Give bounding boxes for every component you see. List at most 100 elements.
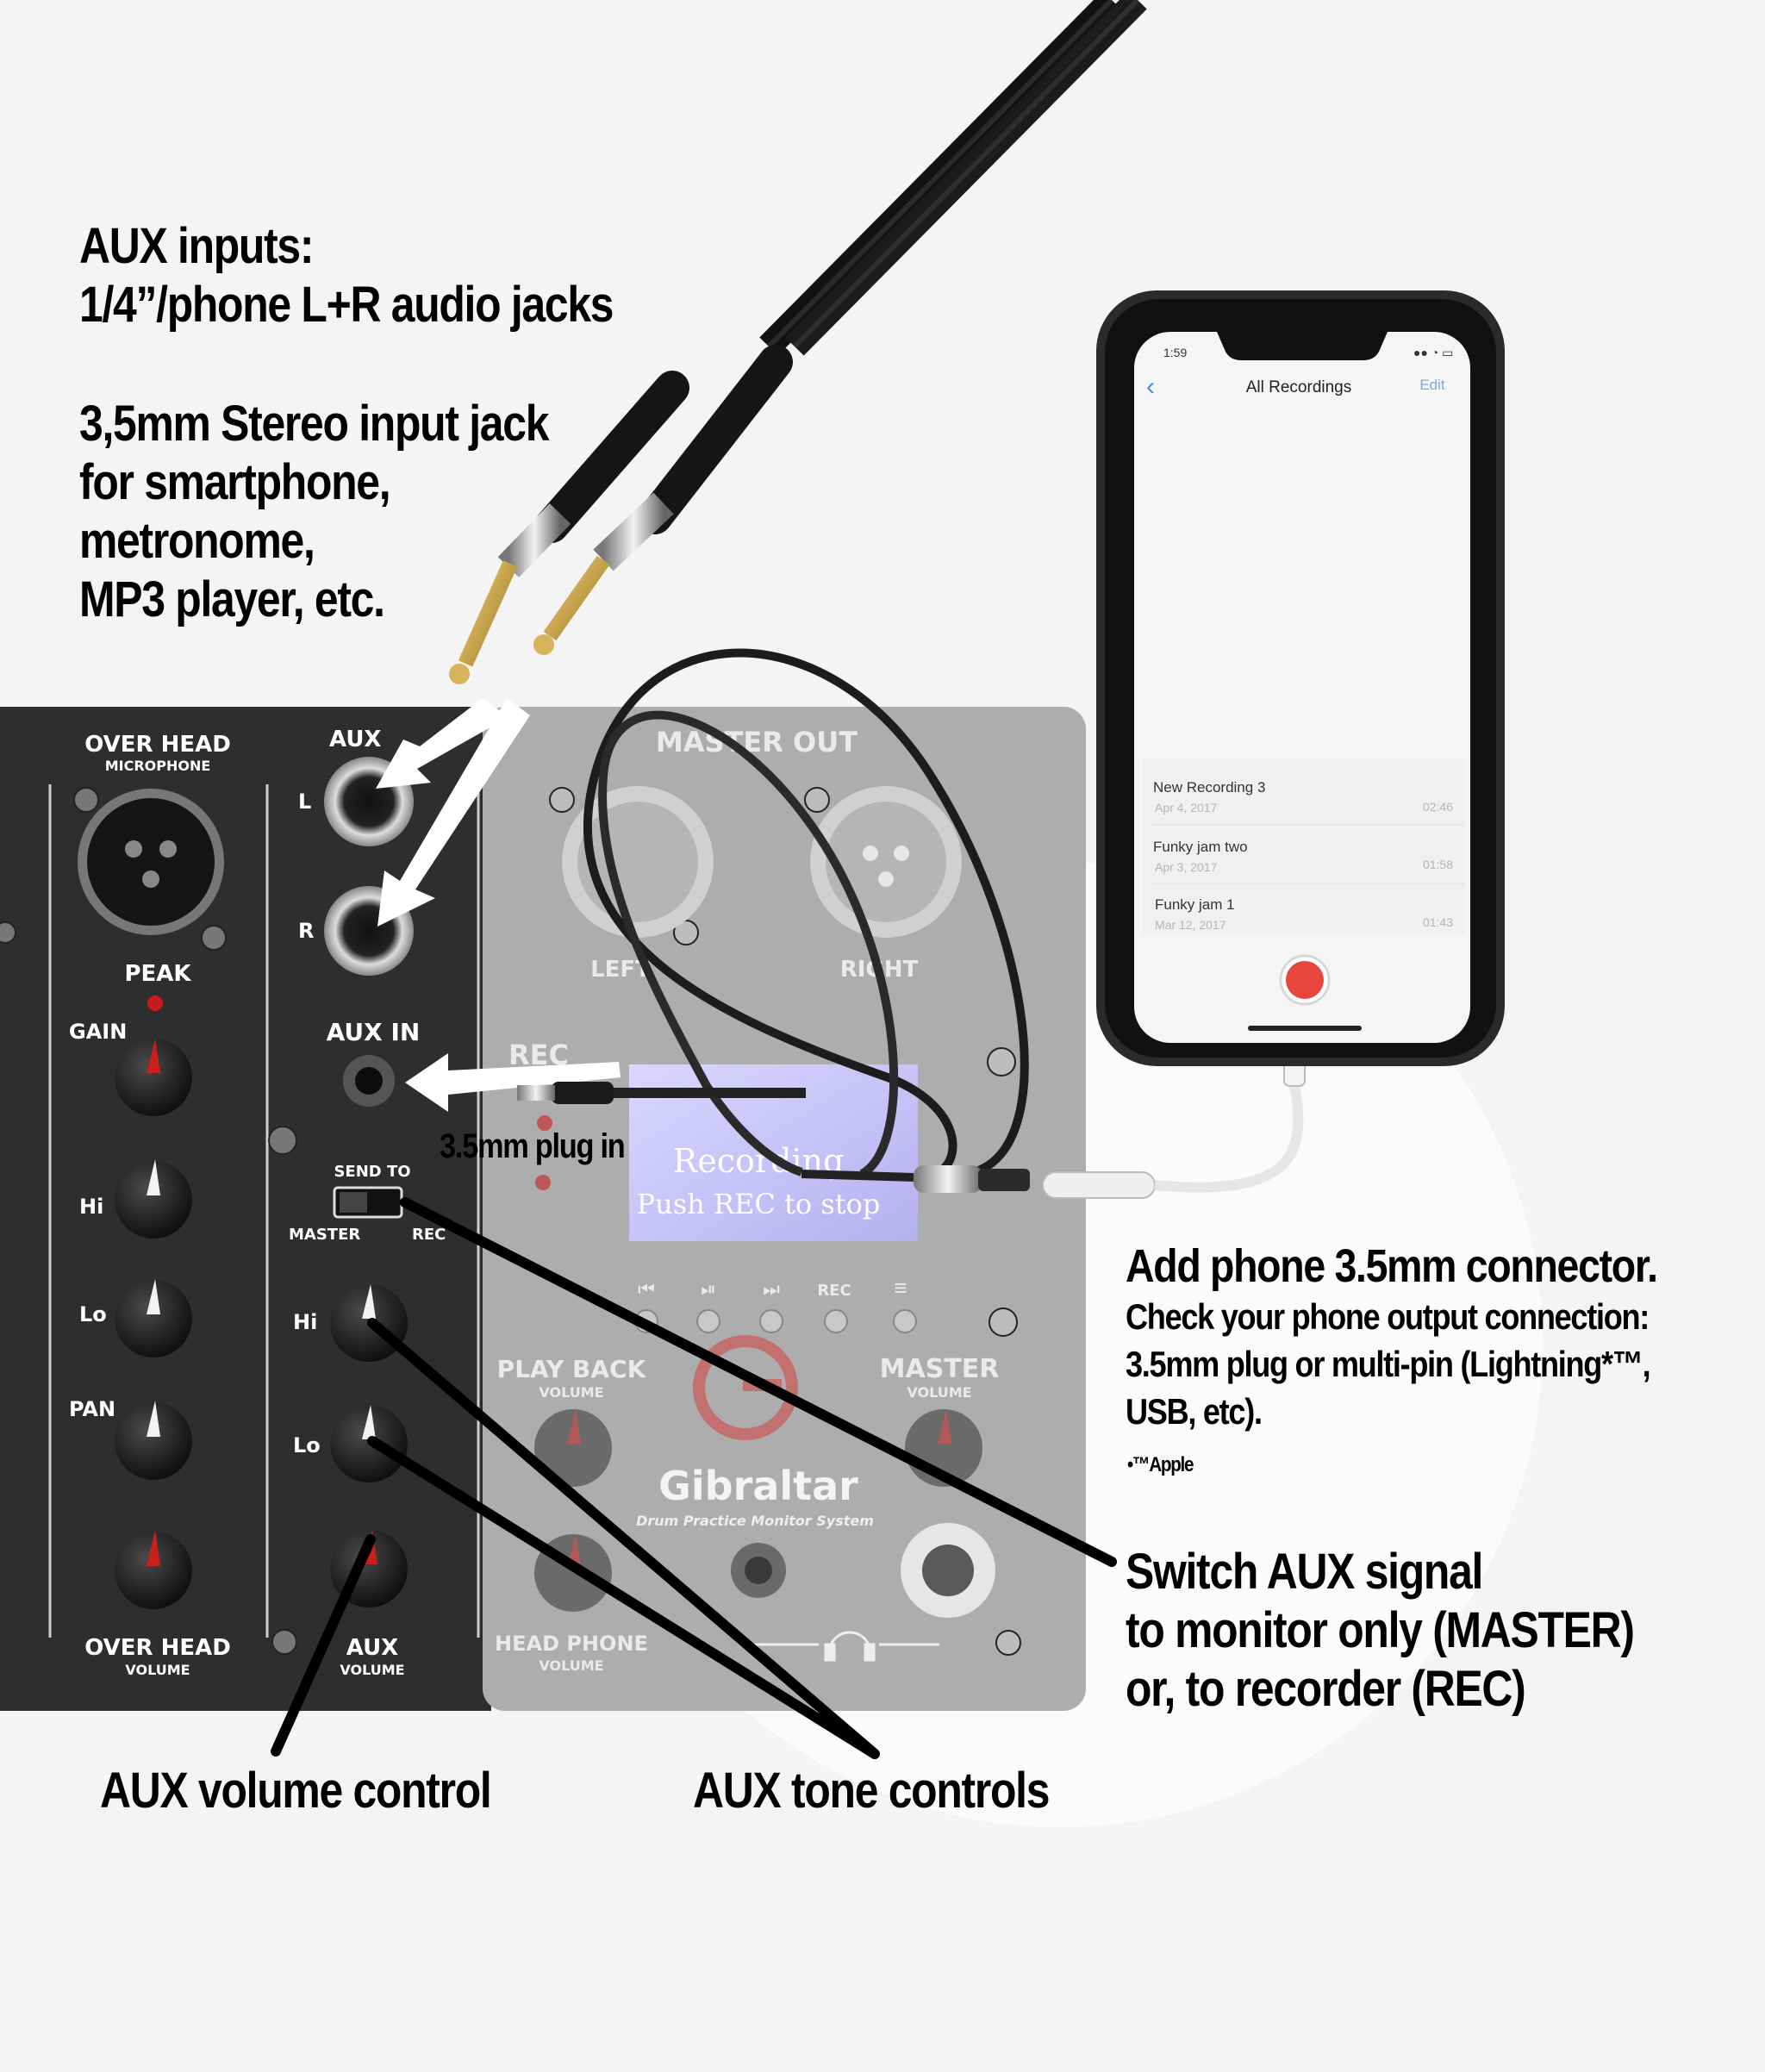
arrow-to-l-jack [376,698,508,789]
overhead-volume-label: OVER HEAD [84,1635,231,1661]
aux-inputs-subtitle: 1/4”/phone L+R audio jacks [79,277,614,333]
arrow-to-aux-in [405,1053,621,1112]
pointer-send-switch [400,1197,1117,1567]
arrow-to-r-jack [377,698,530,927]
stereo-line-2: for smartphone, [79,454,391,510]
overhead-hi-knob[interactable] [115,1159,192,1239]
recording-name: Funky jam 1 [1155,896,1235,913]
recording-duration: 02:46 [1423,800,1453,814]
fast-forward-icon: ⏭ [763,1278,780,1300]
stereo-line-1: 3,5mm Stereo input jack [79,396,549,452]
playback-volume-sub: VOLUME [539,1384,603,1401]
peak-label: PEAK [124,961,191,987]
master-volume-label: MASTER [880,1354,1000,1384]
quarter-inch-plug-left [449,371,689,684]
record-button[interactable] [1279,954,1331,1006]
phone-connector-title: Add phone 3.5mm connector. [1126,1240,1658,1292]
headphone-label: HEAD PHONE [495,1632,648,1656]
play-pause-icon: ⏯ [701,1278,716,1300]
pointer-aux-hi [367,1318,880,1759]
aux-volume-sub: VOLUME [340,1662,404,1678]
brand-name: Gibraltar [658,1463,858,1509]
headphone-icon [754,1631,939,1662]
aux-in-jack[interactable] [343,1055,395,1107]
recording-date: Mar 12, 2017 [1155,918,1226,932]
aux-volume-caption: AUX volume control [100,1763,492,1819]
phone-connector-line-1: Check your phone output connection: [1126,1296,1650,1337]
gain-label: GAIN [69,1020,127,1044]
home-indicator [1248,1026,1362,1031]
lightning-adapter-cable [1154,1076,1304,1193]
switch-line-3: or, to recorder (REC) [1126,1661,1526,1717]
overhead-lo-knob[interactable] [115,1279,192,1357]
stereo-line-4: MP3 player, etc. [79,571,385,627]
switch-line-2: to monitor only (MASTER) [1126,1602,1635,1658]
white-arrows [376,698,621,1112]
trademark-note: •™Apple [1127,1453,1194,1476]
send-to-label: SEND TO [334,1163,410,1181]
xlr-output-right[interactable] [810,786,962,938]
rec-led-2 [535,1175,551,1190]
send-to-switch[interactable] [333,1186,403,1219]
plug-in-label: 3.5mm plug in [440,1127,626,1165]
overhead-title: OVER HEAD [84,732,231,758]
aux-inputs-title: AUX inputs: [79,218,315,274]
phone-connector-line-2: 3.5mm plug or multi-pin (Lightning*™, [1126,1344,1651,1384]
rewind-icon: ⏮ [638,1278,655,1300]
recording-row[interactable]: Funky jam 1 Mar 12, 2017 01:43 [1155,896,1453,932]
pan-label: PAN [69,1397,115,1421]
overhead-subtitle: MICROPHONE [105,758,211,774]
peak-led [147,995,163,1011]
headphone-jacks[interactable] [731,1523,995,1618]
aux-hi-label: Hi [293,1310,317,1334]
rec-led [537,1115,552,1131]
smartphone: 1:59 ●● ◔ ▭ ‹ All Recordings Edit New Re… [1096,290,1505,1066]
pointer-aux-volume [271,1534,376,1757]
phone-connector-line-3: USB, etc). [1126,1391,1263,1432]
aux-r-label: R [298,919,314,943]
master-out-label: MASTER OUT [656,726,858,758]
aux-volume-label: AUX [346,1635,398,1661]
pan-knob[interactable] [115,1401,192,1480]
stereo-line-3: metronome, [79,513,315,569]
recording-row[interactable]: New Recording 3 Apr 4, 2017 02:46 [1153,779,1453,814]
aux-tone-caption: AUX tone controls [693,1763,1050,1819]
mini-jack-cable [483,648,1306,1199]
switch-master-label: MASTER [289,1226,360,1244]
lcd-line-2: Push REC to stop [637,1188,881,1220]
quarter-inch-cables [449,0,1147,684]
headphone-volume-sub: VOLUME [539,1657,603,1674]
recording-duration: 01:43 [1423,915,1453,929]
master-volume-sub: VOLUME [907,1384,971,1401]
xlr-input[interactable] [78,789,224,935]
recording-name: New Recording 3 [1153,779,1265,796]
lo-label: Lo [79,1302,107,1326]
aux-in-label: AUX IN [327,1018,421,1046]
recording-row[interactable]: Funky jam two Apr 3, 2017 01:58 [1153,839,1453,874]
playback-label: PLAY BACK [497,1355,647,1383]
pointer-aux-lo [367,1436,880,1759]
switch-line-1: Switch AUX signal [1126,1544,1483,1600]
playback-volume-knob[interactable] [534,1409,612,1487]
status-icons: ●● ◔ ▭ [1413,346,1453,359]
switch-rec-label: REC [412,1226,446,1244]
aux-label: AUX [329,727,381,752]
pointer-lines [271,1197,1117,1759]
phone-notch [1217,332,1388,360]
aux-l-label: L [298,789,311,814]
aux-lo-label: Lo [293,1433,321,1457]
recording-date: Apr 4, 2017 [1155,801,1218,814]
recording-name: Funky jam two [1153,839,1248,855]
transport-rec-label: REC [817,1282,851,1300]
menu-icon: ≡ [894,1275,907,1301]
edit-button[interactable]: Edit [1419,377,1445,393]
gain-knob[interactable] [115,1039,192,1116]
transport-icons: ⏮ ⏯ ⏭ REC ≡ [638,1275,907,1301]
overhead-volume-knob[interactable] [115,1530,192,1609]
recording-date: Apr 3, 2017 [1155,860,1218,874]
brand-subtitle: Drum Practice Monitor System [636,1513,874,1529]
quarter-inch-plug-right [533,345,793,655]
back-chevron-icon[interactable]: ‹ [1146,372,1155,401]
overhead-volume-sub: VOLUME [125,1662,190,1678]
